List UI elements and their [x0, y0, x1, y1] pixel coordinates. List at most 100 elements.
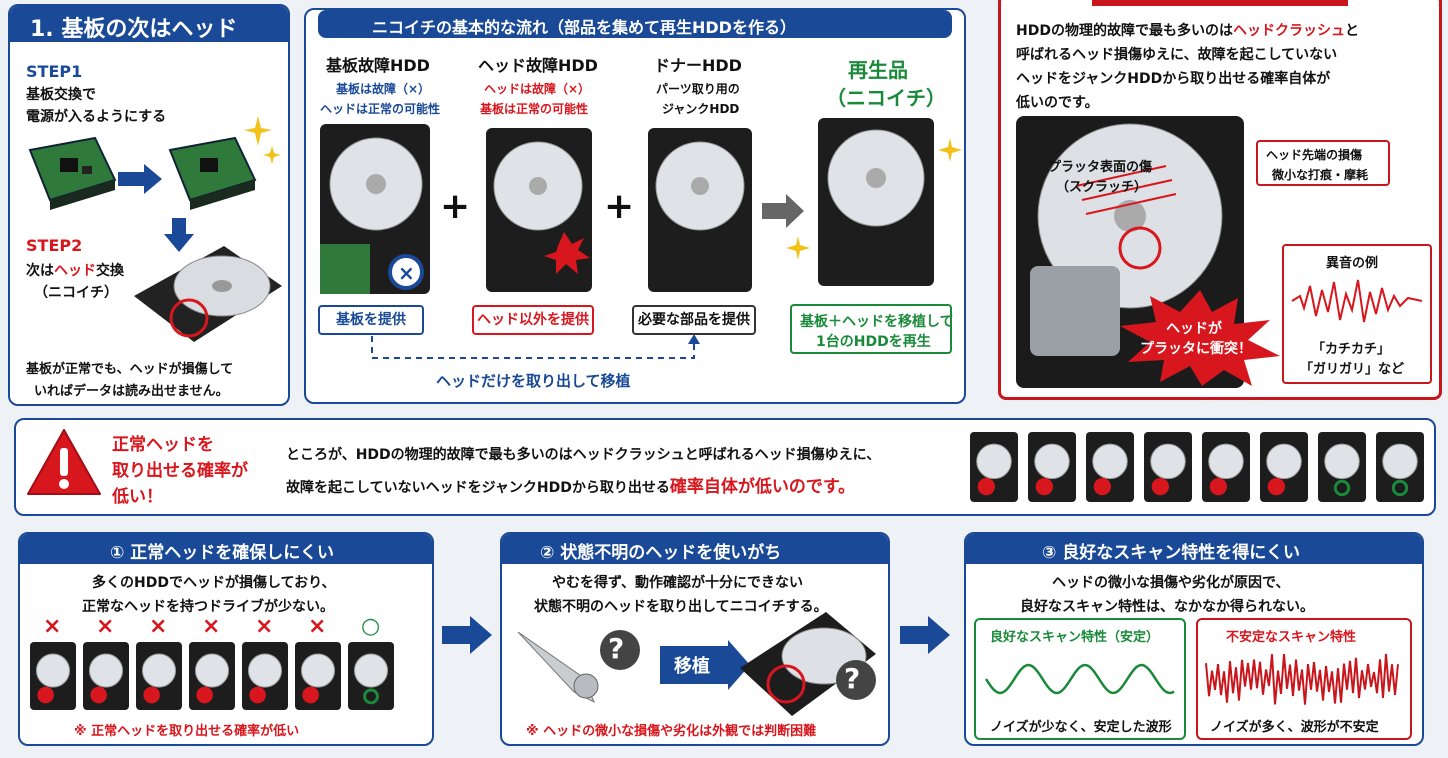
hdd-board-fault-illustration: × [320, 124, 430, 294]
col2-pill: ヘッド以外を提供 [472, 305, 594, 335]
bad-scan-waveform [1205, 653, 1399, 705]
bad-scan-title: 不安定なスキャン特性 [1226, 630, 1357, 645]
col2-sub2: 基板は正常の可能性 [480, 102, 589, 116]
step2-line1: 次はヘッド交換 [26, 263, 124, 279]
crash-title-bar [1092, 0, 1348, 6]
arrow-down-icon [164, 218, 194, 252]
scratch-label1: プラッタ表面の傷 [1048, 160, 1153, 175]
col4-pill [790, 304, 952, 354]
warning-strip [14, 418, 1436, 516]
flow-title-bar [318, 10, 952, 38]
reason1-note: ※ 正常ヘッドを取り出せる確率が低い [74, 724, 300, 739]
reason3-line2: 良好なスキャン特性は、なかなか得られない。 [1020, 599, 1314, 615]
head-damage-callout [1256, 140, 1390, 186]
circle-mark: ○ [361, 614, 381, 639]
warning-title3: 低い！ [112, 487, 163, 507]
scratch-label2: （スクラッチ） [1056, 180, 1148, 195]
crash-line3: ヘッドをジャンクHDDから取り出せる確率自体が [1016, 71, 1331, 87]
hdd-damaged-icon [30, 642, 76, 710]
cross-mark: × [96, 614, 115, 639]
good-scan-box [974, 618, 1186, 740]
cross-mark: × [202, 614, 221, 639]
reason3-line1: ヘッドの微小な損傷や劣化が原因で、 [1052, 575, 1290, 591]
reason2-note: ※ ヘッドの微小な損傷や劣化は外観では判断困難 [526, 724, 817, 739]
svg-text:×: × [398, 261, 415, 285]
flow-bottom-note: ヘッドだけを取り出して移植 [436, 372, 631, 390]
panel1-title-bar [10, 6, 288, 42]
sparkle-icon [244, 116, 281, 164]
col2-title: ヘッド故障HDD [478, 56, 598, 75]
step2-line2: （ニコイチ） [34, 285, 118, 301]
col1-sub2: ヘッドは正常の可能性 [320, 102, 441, 116]
col4-title2: （ニコイチ） [826, 86, 946, 110]
hdd-head-fault-illustration [486, 128, 592, 292]
col4-pill-line1: 基板＋ヘッドを移植して [800, 314, 954, 330]
hdd-ok-icon [1318, 432, 1366, 502]
hdd-damaged-icon [970, 432, 1018, 502]
warning-triangle-icon [27, 429, 101, 495]
warning-body1: ところが、HDDの物理的故障で最も多いのはヘッドクラッシュと呼ばれるヘッド損傷ゆ… [286, 447, 881, 463]
col3-sub1: パーツ取り用の [656, 82, 740, 96]
plus-sign-2: + [604, 186, 635, 227]
step2-label: STEP2 [26, 236, 83, 255]
crash-line2: 呼ばれるヘッド損傷ゆえに、故障を起こしていない [1016, 47, 1338, 63]
reason2-line2: 状態不明のヘッドを取り出してニコイチする。 [534, 599, 828, 615]
col4-pill-line2: 1台のHDDを再生 [816, 334, 931, 350]
reason3-title-bar [966, 534, 1422, 564]
col4-title1: 再生品 [848, 58, 908, 82]
hdd-rebuilt-illustration [818, 118, 934, 286]
arrow-right-icon [442, 616, 492, 654]
good-scan-title: 良好なスキャン特性（安定） [990, 630, 1160, 645]
col3-pill: 必要な部品を提供 [632, 305, 756, 335]
reason2-title: ② 状態不明のヘッドを使いがち [540, 543, 782, 563]
head-label2: 微小な打痕・摩耗 [1272, 168, 1369, 182]
good-scan-caption: ノイズが少なく、安定した波形 [990, 720, 1172, 735]
hdd-damaged-icon [1260, 432, 1308, 502]
col1-title: 基板故障HDD [326, 56, 430, 75]
reason2-title-bar [502, 534, 888, 564]
hdd-damaged-icon [1202, 432, 1250, 502]
noise-waveform [1291, 279, 1423, 323]
panel1-title: 1. 基板の次はヘッド [30, 17, 238, 42]
head-label1: ヘッド先端の損傷 [1266, 148, 1363, 162]
panel1-note-line1: 基板が正常でも、ヘッドが損傷して [26, 362, 234, 377]
good-scan-waveform [984, 663, 1175, 695]
transplant-arrow [660, 646, 730, 684]
crash-line1: HDDの物理的故障で最も多いのはヘッドクラッシュと [1016, 23, 1359, 39]
warning-title1: 正常ヘッドを [112, 435, 214, 455]
sparkle-icon [938, 138, 962, 162]
hdd-donor-illustration [648, 128, 752, 292]
bad-scan-caption: ノイズが多く、波形が不安定 [1210, 720, 1379, 735]
hdd-damaged-icon [189, 642, 235, 710]
step1-line2: 電源が入るようにする [26, 109, 167, 125]
burst-line1: ヘッドが [1166, 321, 1222, 337]
burst-line2: プラッタに衝突！ [1140, 341, 1252, 357]
hdd-ok-icon [348, 642, 394, 710]
cross-mark: × [255, 614, 274, 639]
transplant-label: 移植 [674, 656, 710, 677]
panel-reason1 [18, 532, 434, 746]
col1-pill: 基板を提供 [318, 305, 424, 335]
col2-sub1: ヘッドは故障（×） [484, 82, 591, 96]
cross-mark: × [308, 614, 327, 639]
arrow-right-gray-icon [762, 194, 804, 228]
plus-sign-1: + [440, 186, 471, 227]
hdd-damaged-icon [242, 642, 288, 710]
question-badge [600, 630, 640, 670]
hdd-ok-icon [1376, 432, 1424, 502]
noise-line2: 「ガリガリ」など [1300, 362, 1405, 377]
transplant-arrow-head [728, 640, 750, 690]
reason1-title-bar [20, 534, 432, 564]
noise-line1: 「カチカチ」 [1312, 342, 1391, 357]
question-badge [836, 660, 876, 700]
hdd-damaged-icon [136, 642, 182, 710]
reason1-line2: 正常なヘッドを持つドライブが少ない。 [82, 599, 334, 615]
head-assembly-illustration [517, 631, 599, 704]
sparkle-icon [786, 236, 810, 260]
noise-title: 異音の例 [1326, 256, 1379, 271]
reason1-title: ① 正常ヘッドを確保しにくい [110, 543, 334, 563]
arrow-right-icon [900, 616, 950, 654]
crash-line4: 低いのです。 [1016, 95, 1099, 111]
step1-line1: 基板交換で [26, 87, 96, 103]
warning-body2: 故障を起こしていないヘッドをジャンクHDDから取り出せる確率自体が低いのです。 [286, 477, 856, 497]
